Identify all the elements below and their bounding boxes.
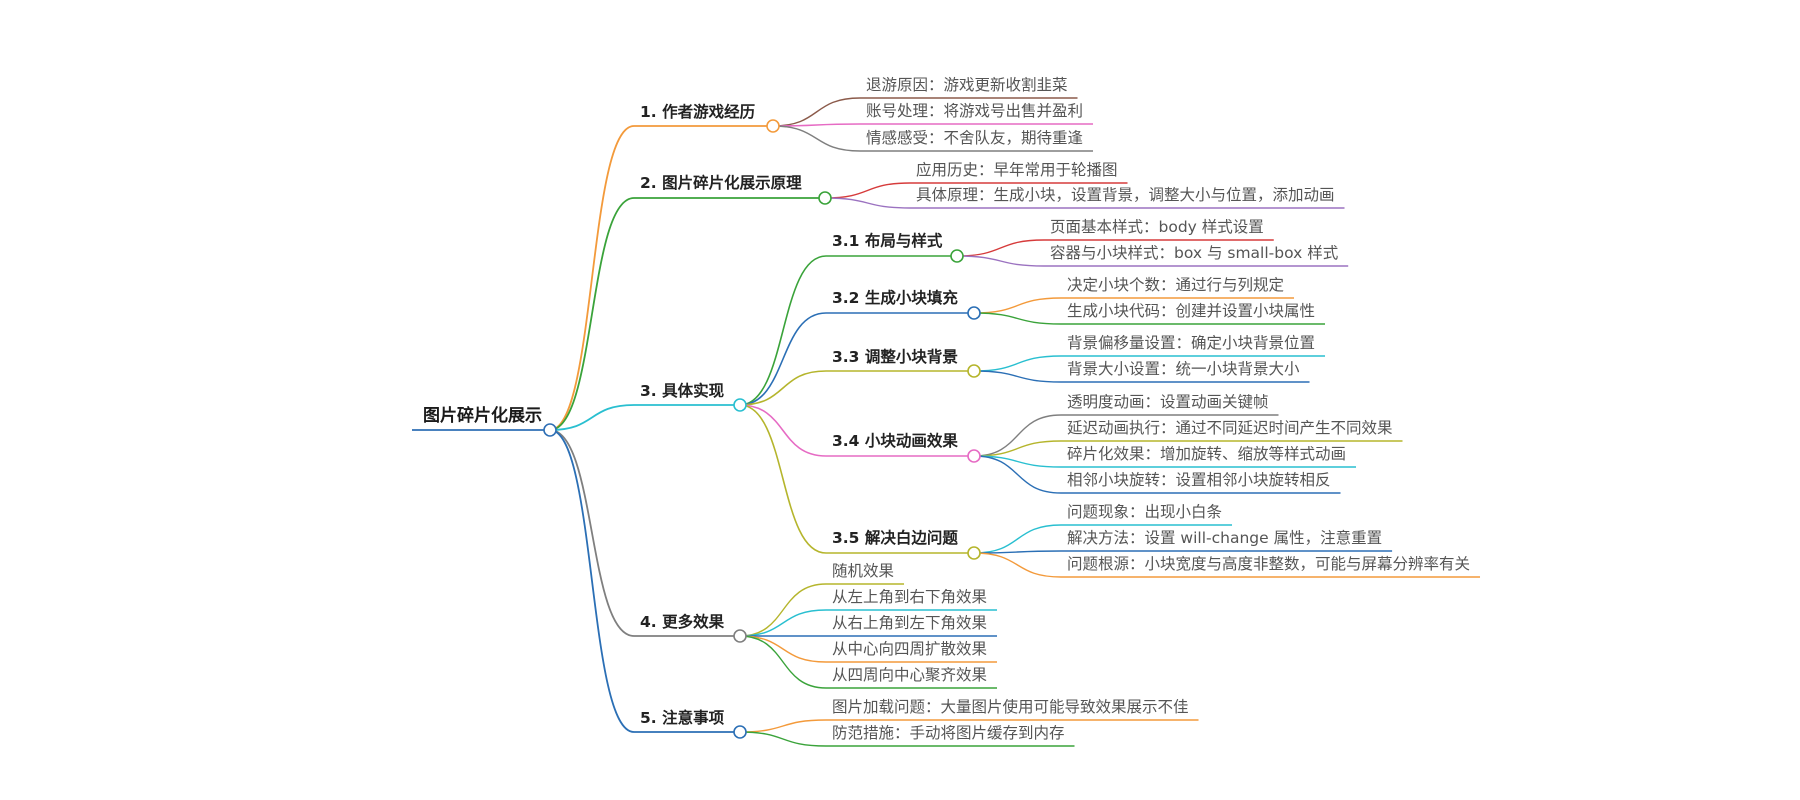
leaf-node-label: 解决方法：设置 will-change 属性，注意重置 (1067, 528, 1382, 547)
leaf-node-label: 透明度动画：设置动画关键帧 (1067, 393, 1269, 411)
collapse-toggle-icon[interactable] (967, 449, 981, 463)
leaf-node-label: 应用历史：早年常用于轮播图 (916, 160, 1118, 179)
sub-branch-node-3-label[interactable]: 3.3 调整小块背景 (832, 347, 958, 366)
branch-connector-3 (549, 404, 635, 431)
leaf-node-label: 从左上角到右下角效果 (832, 588, 987, 606)
leaf-connector (956, 255, 1045, 267)
leaf-connector (973, 524, 1062, 554)
leaf-connector (973, 414, 1062, 457)
leaf-node-label: 防范措施：手动将图片缓存到内存 (832, 724, 1065, 742)
collapse-toggle-icon[interactable] (950, 249, 964, 263)
collapse-toggle-icon[interactable] (733, 725, 747, 739)
leaf-connector (956, 239, 1045, 257)
collapse-toggle-icon[interactable] (543, 423, 557, 437)
leaf-connector (973, 355, 1062, 372)
leaf-connector (973, 552, 1062, 578)
sub-branch-node-5-label[interactable]: 3.5 解决白边问题 (832, 528, 958, 547)
branch-connector-4 (549, 429, 635, 637)
sub-branch-connector-3 (739, 370, 827, 406)
leaf-connector (973, 297, 1062, 314)
sub-branch-node-2-label[interactable]: 3.2 生成小块填充 (832, 288, 958, 307)
collapse-toggle-icon[interactable] (733, 629, 747, 643)
leaf-node-label: 图片加载问题：大量图片使用可能导致效果展示不佳 (832, 698, 1189, 716)
leaf-connector (739, 731, 827, 747)
collapse-toggle-icon[interactable] (818, 191, 832, 205)
leaf-node-label: 页面基本样式：body 样式设置 (1050, 218, 1264, 236)
leaf-connector (739, 609, 827, 637)
leaf-node-label: 容器与小块样式：box 与 small-box 样式 (1050, 244, 1338, 262)
sub-branch-connector-4 (739, 404, 827, 457)
leaf-connector (973, 312, 1062, 325)
leaf-connector (973, 455, 1062, 468)
leaf-node-label: 决定小块个数：通过行与列规定 (1067, 276, 1284, 294)
sub-branch-node-4-label[interactable]: 3.4 小块动画效果 (832, 431, 958, 450)
branch-connector-2 (549, 197, 635, 431)
branch-node-5-label[interactable]: 5. 注意事项 (640, 708, 725, 727)
leaf-node-label: 生成小块代码：创建并设置小块属性 (1067, 302, 1315, 320)
collapse-toggle-icon[interactable] (967, 306, 981, 320)
collapse-toggle-icon[interactable] (967, 546, 981, 560)
leaf-connector (739, 719, 827, 733)
leaf-connector (973, 550, 1062, 554)
leaf-node-label: 情感感受：不舍队友，期待重逢 (866, 129, 1083, 147)
leaf-connector (772, 125, 861, 152)
leaf-node-label: 随机效果 (832, 562, 894, 580)
leaf-node-label: 退游原因：游戏更新收割韭菜 (866, 76, 1068, 94)
sub-branch-connector-5 (739, 404, 827, 554)
branch-connector-1 (549, 125, 635, 431)
collapse-toggle-icon[interactable] (967, 364, 981, 378)
branch-node-1-label[interactable]: 1. 作者游戏经历 (640, 102, 755, 121)
leaf-connector (824, 197, 911, 209)
leaf-connector (772, 123, 861, 127)
leaf-node-label: 具体原理：生成小块，设置背景，调整大小与位置，添加动画 (916, 186, 1335, 204)
leaf-connector (824, 182, 911, 199)
leaf-connector (739, 635, 827, 663)
leaf-node-label: 从四周向中心聚齐效果 (832, 666, 987, 684)
leaf-node-label: 延迟动画执行：通过不同延迟时间产生不同效果 (1067, 419, 1393, 437)
leaf-node-label: 问题现象：出现小白条 (1067, 503, 1222, 521)
leaf-node-label: 相邻小块旋转：设置相邻小块旋转相反 (1067, 471, 1331, 489)
collapse-toggle-icon[interactable] (733, 398, 747, 412)
connector-layer (412, 97, 1481, 747)
collapse-toggle-icon[interactable] (766, 119, 780, 133)
sub-branch-connector-2 (739, 312, 827, 406)
leaf-node-label: 账号处理：将游戏号出售并盈利 (866, 102, 1083, 120)
branch-connector-5 (549, 429, 635, 733)
node-layer: 图片碎片化展示 1. 作者游戏经历 退游原因：游戏更新收割韭菜账号处理：将游戏号出售… (423, 76, 1470, 742)
root-node-label[interactable]: 图片碎片化展示 (423, 405, 542, 426)
leaf-node-label: 背景偏移量设置：确定小块背景位置 (1067, 334, 1315, 352)
leaf-connector (973, 370, 1062, 383)
leaf-node-label: 背景大小设置：统一小块背景大小 (1067, 360, 1300, 378)
leaf-node-label: 从右上角到左下角效果 (832, 614, 987, 632)
leaf-connector (973, 455, 1062, 494)
branch-node-3-label[interactable]: 3. 具体实现 (640, 381, 725, 400)
leaf-node-label: 碎片化效果：增加旋转、缩放等样式动画 (1067, 445, 1346, 463)
sub-branch-node-1-label[interactable]: 3.1 布局与样式 (832, 231, 943, 250)
leaf-node-label: 从中心向四周扩散效果 (832, 640, 987, 658)
leaf-connector (973, 440, 1062, 457)
sub-branch-connector-1 (739, 255, 827, 406)
branch-node-2-label[interactable]: 2. 图片碎片化展示原理 (640, 173, 802, 192)
leaf-connector (772, 97, 861, 127)
branch-node-4-label[interactable]: 4. 更多效果 (640, 612, 725, 631)
leaf-node-label: 问题根源：小块宽度与高度非整数，可能与屏幕分辨率有关 (1067, 555, 1470, 573)
leaf-connector (739, 635, 827, 689)
leaf-connector (739, 583, 827, 637)
